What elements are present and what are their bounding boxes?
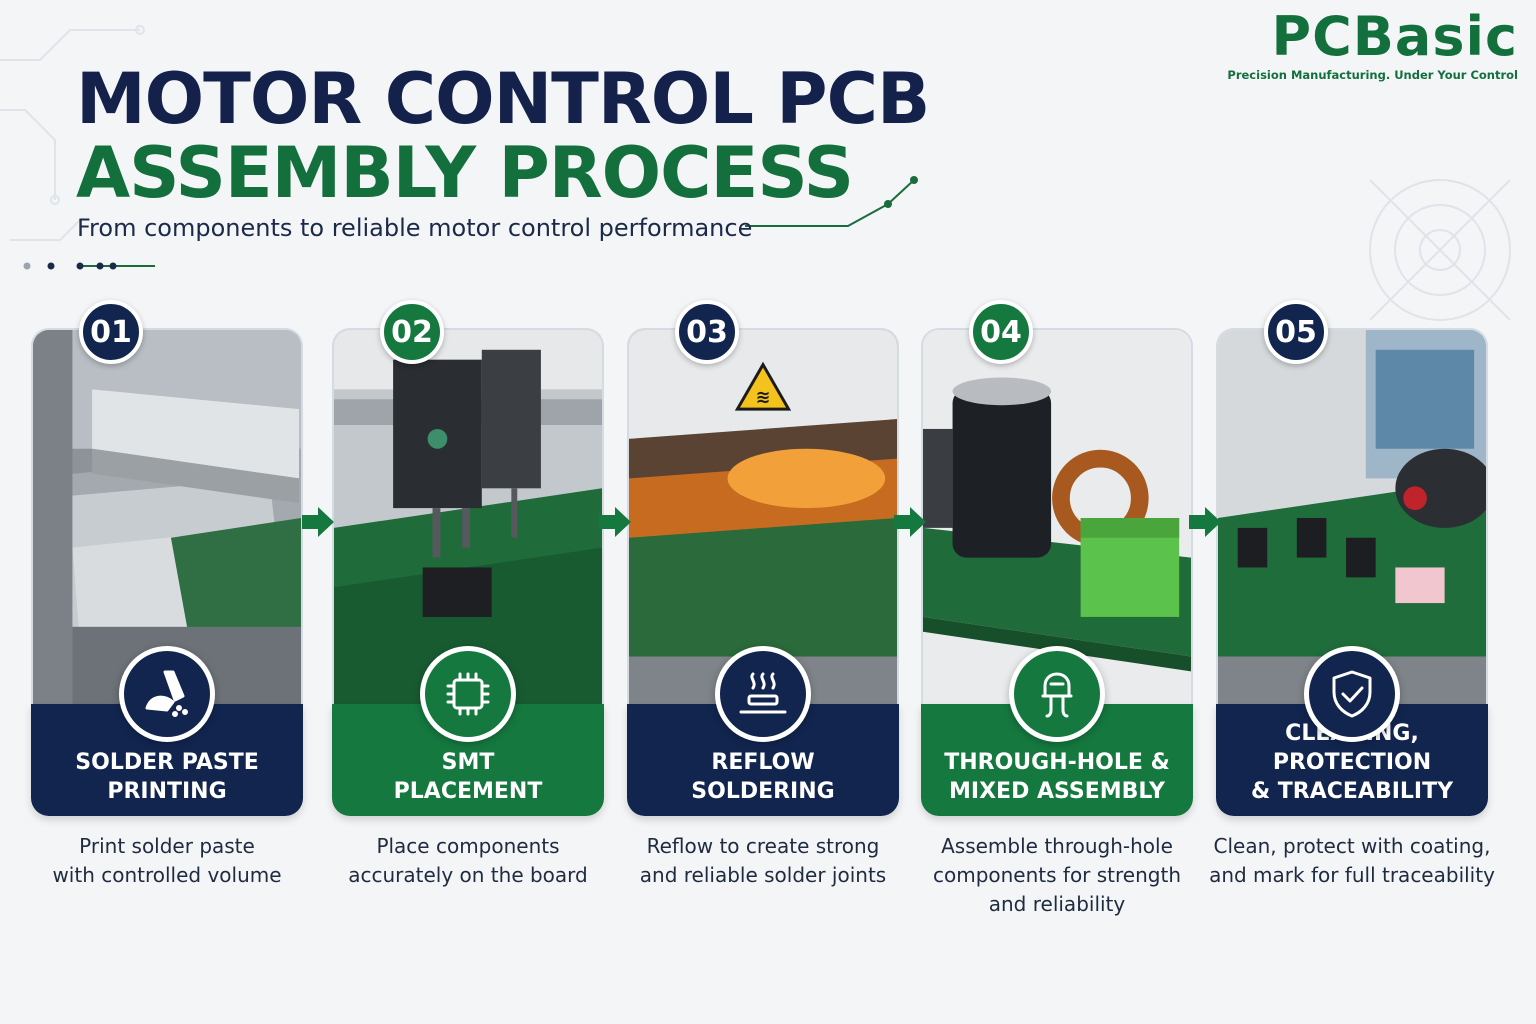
step-1: 01 SOLDER PASTE PRINTING Print solder pa… [31,300,303,940]
step-2-photo [332,328,604,706]
step-1-description: Print solder paste with controlled volum… [52,834,282,887]
step-3: ≋ 03 REFLOW SOLDERING Reflow to create s… [627,300,899,940]
step-2-description: Place components accurately on the board [348,834,588,887]
step-1-title: SOLDER PASTE PRINTING [75,750,259,804]
arrow-right-icon [894,507,926,537]
heat-icon [715,646,811,742]
arrow-right-icon [599,507,631,537]
logo-tagline: Precision Manufacturing. Under Your Cont… [1227,68,1518,82]
step-2-title: SMT PLACEMENT [393,750,543,804]
step-4-description: Assemble through-hole components for str… [932,834,1182,916]
svg-text:≋: ≋ [756,388,771,408]
shield-check-icon [1304,646,1400,742]
step-2-number: 02 [380,300,444,364]
solder-paste-icon [119,646,215,742]
step-5-photo [1216,328,1488,706]
title-line-1: MOTOR CONTROL PCB [76,58,930,140]
arrow-right-icon [1189,507,1221,537]
step-3-description: Reflow to create strong and reliable sol… [639,834,887,887]
step-1-number: 01 [79,300,143,364]
step-3-number: 03 [675,300,739,364]
step-4-photo [921,328,1193,706]
step-5-title: CLEANING, PROTECTION & TRACEABILITY [1250,721,1454,804]
subtitle: From components to reliable motor contro… [77,214,753,242]
step-3-title: REFLOW SOLDERING [691,750,835,804]
step-5-description: Clean, protect with coating, and mark fo… [1209,834,1495,887]
title-line-2: ASSEMBLY PROCESS [76,132,854,214]
step-4-title: THROUGH-HOLE & MIXED ASSEMBLY [944,750,1170,804]
step-5: 05 CLEANING, PROTECTION & TRACEABILITY C… [1209,300,1495,940]
brand-logo: PCBasic Precision Manufacturing. Under Y… [1227,5,1518,83]
step-5-number: 05 [1264,300,1328,364]
through-hole-component-icon [1009,646,1105,742]
step-4-number: 04 [969,300,1033,364]
chip-icon [420,646,516,742]
step-2: 02 SMT PLACEMENT Place components accura… [332,300,604,940]
step-4: 04 THROUGH-HOLE & MIXED ASSEMBLY Assembl… [921,300,1193,940]
logo-name: PCBasic [1271,5,1518,68]
step-3-photo: ≋ [627,328,899,706]
step-1-photo [31,328,303,706]
arrow-right-icon [302,507,334,537]
